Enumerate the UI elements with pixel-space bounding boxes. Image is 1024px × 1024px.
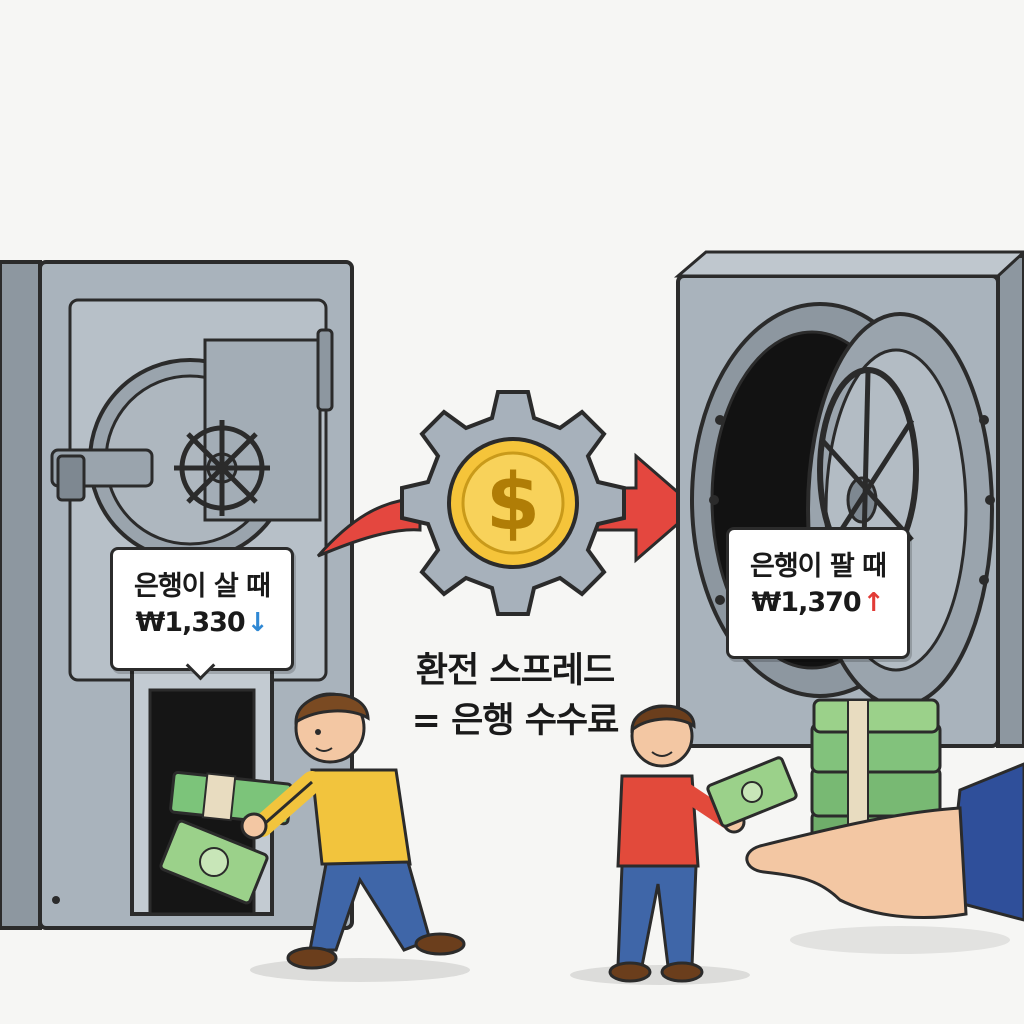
bank-buy-price: ₩1,330 [136,607,245,638]
right-vault [678,252,1024,746]
arrow-down-icon: ↓ [247,608,269,638]
arrow-up-icon: ↑ [863,588,885,618]
bank-sell-price: ₩1,370 [752,587,861,618]
bank-sell-price-card: 은행이 팔 때 ₩1,370↑ [726,527,910,659]
caption-line-1: 환전 스프레드 [380,646,650,696]
caption-line-2: = 은행 수수료 [380,696,650,746]
spread-caption: 환전 스프레드 = 은행 수수료 [380,646,650,746]
vault-wheel-icon [174,420,270,516]
bank-sell-label: 은행이 팔 때 [729,544,907,583]
bank-buy-label: 은행이 살 때 [113,564,291,603]
coin-symbol: $ [478,455,548,551]
